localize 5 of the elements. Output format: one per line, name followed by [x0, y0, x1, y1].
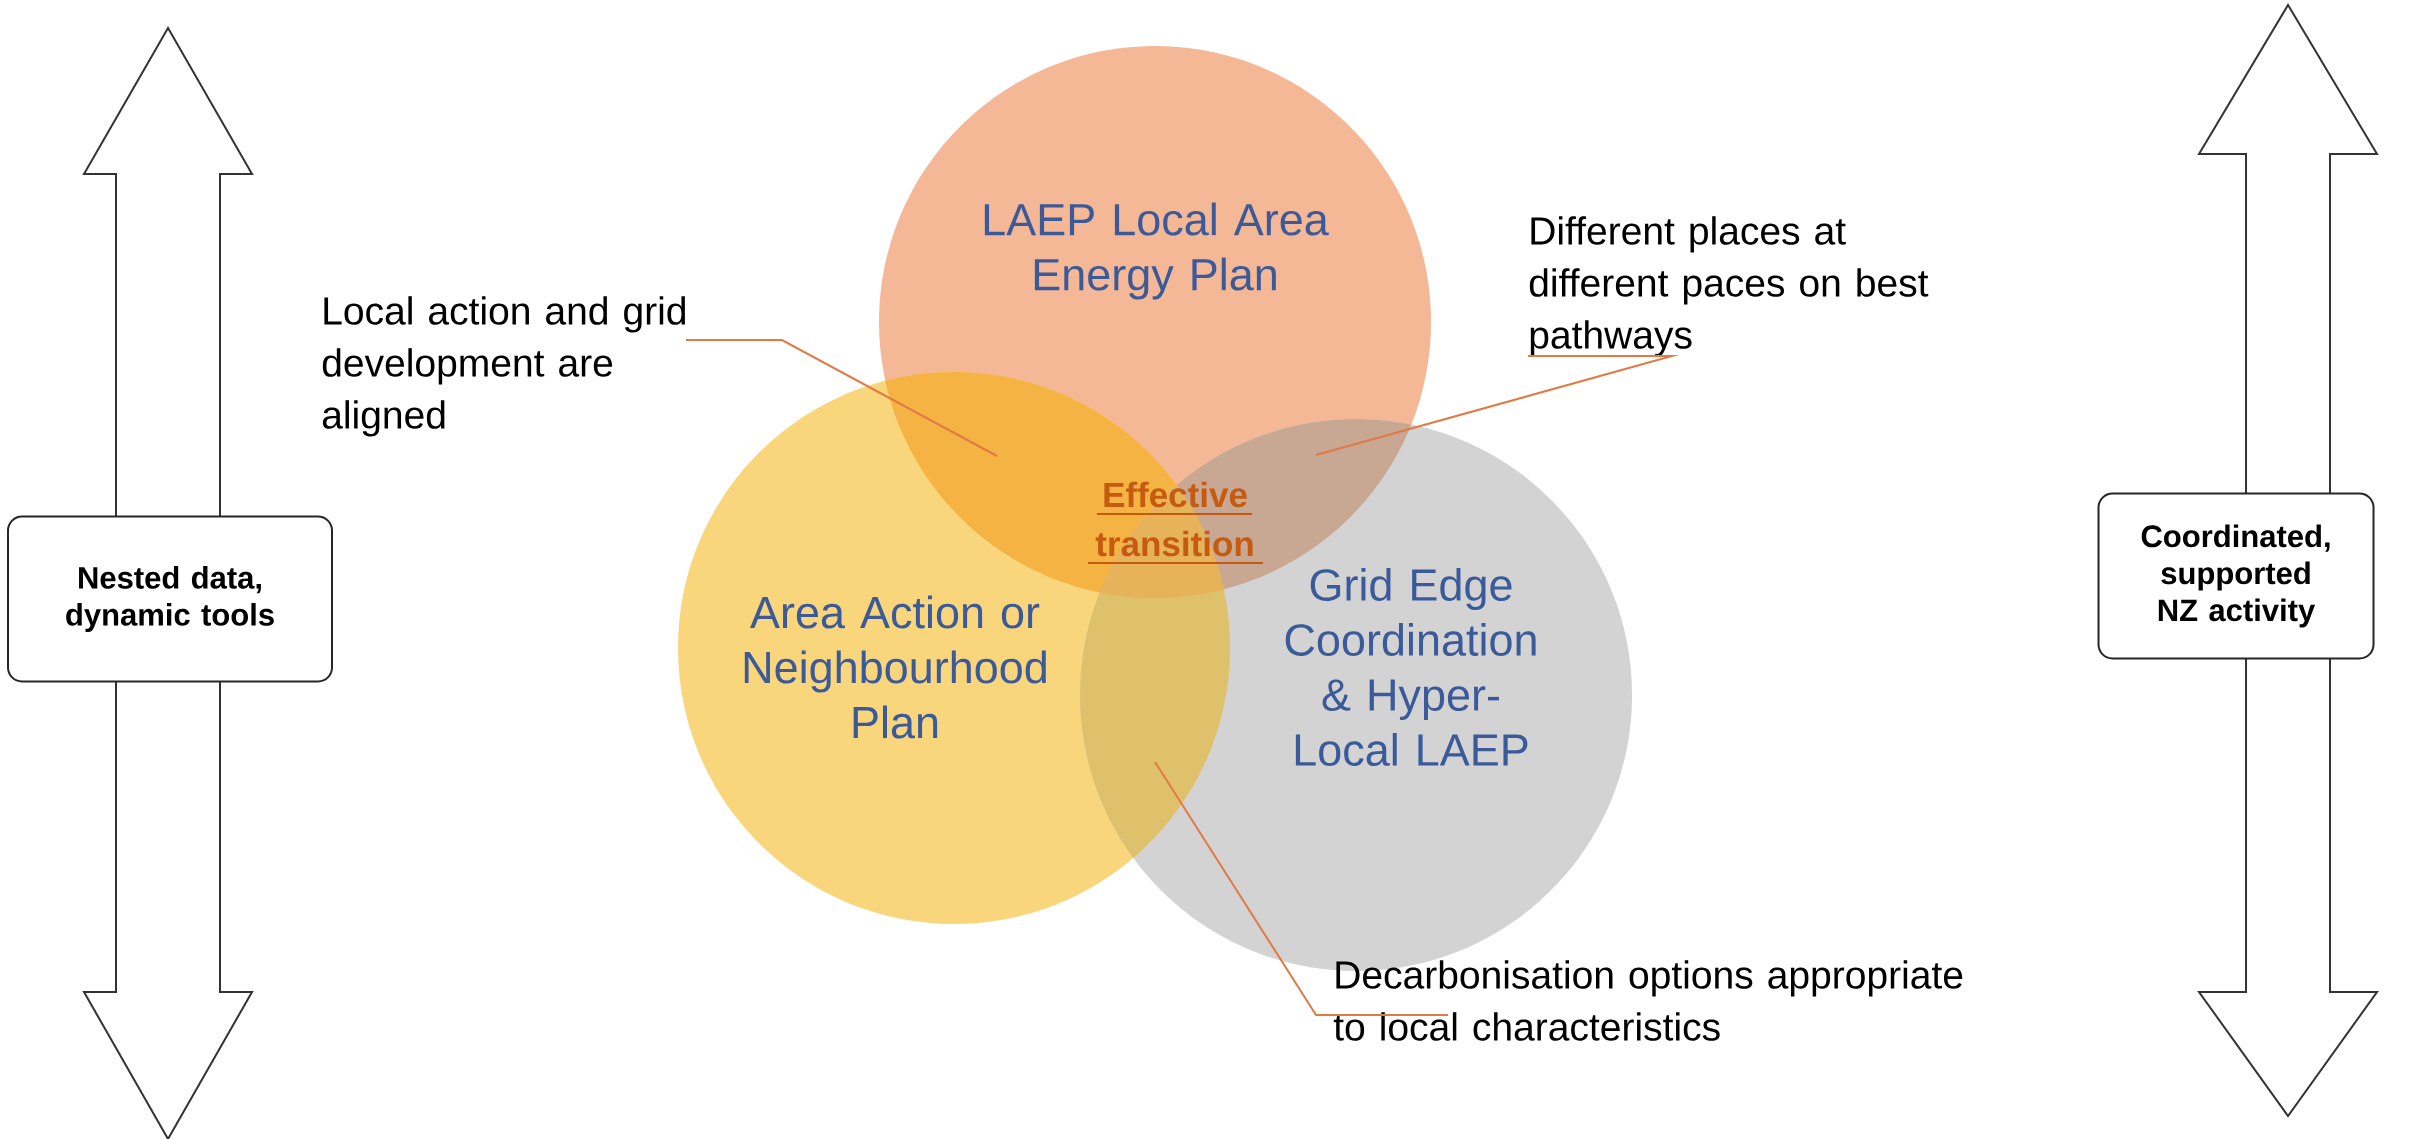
leader-line	[1315, 355, 1680, 456]
label-box: Coordinated, supported NZ activity	[2097, 492, 2375, 660]
callout-text: Different places at different paces on best pathways	[1529, 216, 1929, 357]
label-box: Nested data, dynamic tools	[7, 515, 333, 683]
leader-line	[1154, 761, 1449, 1016]
